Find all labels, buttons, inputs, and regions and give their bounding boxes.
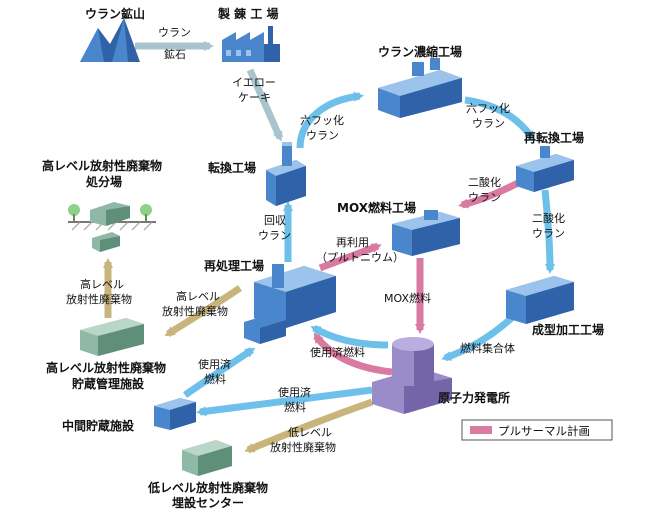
hlw-storage-icon <box>80 318 144 356</box>
interim-storage-icon <box>154 398 196 430</box>
reconversion-label: 再転換工場 <box>524 130 584 145</box>
enrichment-plant-icon <box>378 58 462 118</box>
recovered-label-1: 回収 <box>264 214 286 227</box>
hlw-disposal-site-icon <box>68 202 156 252</box>
llw-center-icon <box>182 440 232 476</box>
uf6-b-label-2: ウラン <box>472 117 505 130</box>
spent-c-label-2: 燃料 <box>284 400 306 414</box>
yellowcake-label-1: イエロー <box>232 76 276 89</box>
enrichment-label: ウラン濃縮工場 <box>378 44 462 59</box>
dioxide-a-label-2: ウラン <box>468 191 501 204</box>
interim-storage-label: 中間貯蔵施設 <box>62 418 135 433</box>
legend-swatch <box>470 426 492 434</box>
power-plant-icon <box>372 337 452 414</box>
spent-a-label: 使用済燃料 <box>310 345 365 359</box>
hlw-disposal-label-2: 処分場 <box>85 174 122 189</box>
arrow-spent-fuel-to-interim <box>196 386 373 417</box>
uf6-a-label-1: 六フッ化 <box>300 113 344 127</box>
conversion-plant-icon <box>266 142 306 206</box>
hlw-disposal-label-1: 高レベル放射性廃棄物 <box>42 158 162 173</box>
fabrication-label: 成型加工工場 <box>532 322 604 337</box>
llw-center-label-1: 低レベル放射性廃棄物 <box>147 480 268 495</box>
reuse-label-1: 再利用 <box>336 236 369 249</box>
facility-labels: ウラン鉱山 製 錬 工 場 ウラン濃縮工場 転換工場 再転換工場 MOX燃料工場… <box>42 6 604 510</box>
uranium-mine-label: ウラン鉱山 <box>85 6 145 21</box>
arrow-hlw-to-storage <box>164 285 242 337</box>
arrow-pluthermal-spent-fuel <box>313 332 393 376</box>
uranium-mine-icon <box>80 18 140 62</box>
spent-b-label-1: 使用済 <box>198 357 231 371</box>
refinery-label: 製 錬 工 場 <box>217 6 279 21</box>
spent-c-label-1: 使用済 <box>278 385 311 399</box>
uf6-b-label-1: 六フッ化 <box>466 101 510 115</box>
dioxide-b-label-2: ウラン <box>532 227 565 240</box>
hlw-storage-label-1: 高レベル放射性廃棄物 <box>46 360 166 375</box>
dioxide-a-label-1: 二酸化 <box>468 175 501 189</box>
llw-center-label-2: 埋設センター <box>172 495 244 510</box>
arrow-yellowcake <box>246 68 284 142</box>
reuse-label-2: （プルトニウム） <box>316 251 404 264</box>
conversion-label: 転換工場 <box>208 160 256 175</box>
yellowcake-label-2: ケーキ <box>238 91 271 104</box>
assembly-label: 燃料集合体 <box>460 341 515 355</box>
arrow-uf6-to-enrichment <box>296 91 364 149</box>
hlw-b-label-2: 放射性廃棄物 <box>66 292 132 306</box>
hlw-a-label-1: 高レベル <box>176 289 220 303</box>
reprocessing-plant-icon <box>244 264 336 344</box>
legend: プルサーマル計画 <box>461 419 613 441</box>
dioxide-b-label-1: 二酸化 <box>532 211 565 225</box>
legend-label: プルサーマル計画 <box>498 424 590 438</box>
arrow-spent-fuel-to-reprocessing <box>310 324 389 349</box>
arrow-plutonium-reuse <box>318 242 382 272</box>
llw-label-2: 放射性廃棄物 <box>270 440 336 454</box>
arrow-dioxide-to-fabrication <box>541 189 555 274</box>
arrow-interim-to-reprocessing <box>183 347 256 398</box>
flow-labels: ウラン 鉱石 イエロー ケーキ 六フッ化 ウラン 六フッ化 ウラン 二酸化 ウラ… <box>66 26 565 454</box>
power-plant-label: 原子力発電所 <box>438 390 510 405</box>
hlw-storage-label-2: 貯蔵管理施設 <box>72 376 145 391</box>
hlw-b-label-1: 高レベル <box>80 277 124 291</box>
mox-fuel-label: MOX燃料 <box>384 291 431 305</box>
arrow-dioxide-to-mox <box>458 178 522 209</box>
recovered-label-2: ウラン <box>258 229 291 242</box>
reconversion-plant-icon <box>516 146 574 192</box>
mox-plant-label: MOX燃料工場 <box>337 200 416 215</box>
arrow-uf6-to-reconversion <box>464 96 535 142</box>
refinery-icon <box>222 26 280 62</box>
ore-label-1: ウラン <box>158 26 191 39</box>
uf6-a-label-2: ウラン <box>306 129 339 142</box>
mox-plant-icon <box>392 210 460 256</box>
ore-label-2: 鉱石 <box>164 47 186 61</box>
reprocessing-label: 再処理工場 <box>204 258 264 273</box>
llw-label-1: 低レベル <box>288 426 332 439</box>
spent-b-label-2: 燃料 <box>204 372 226 386</box>
arrow-llw <box>244 398 374 454</box>
flow-arrows <box>103 41 555 454</box>
fabrication-plant-icon <box>506 276 574 324</box>
hlw-a-label-2: 放射性廃棄物 <box>162 304 228 318</box>
